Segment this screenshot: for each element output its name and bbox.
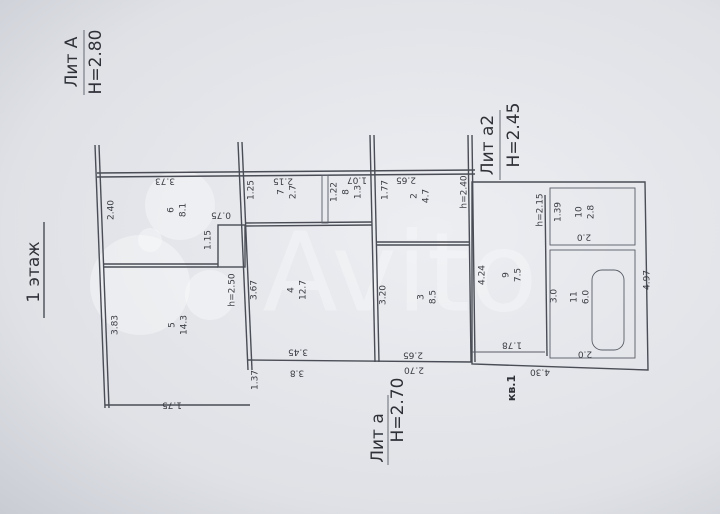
walls (94, 134, 649, 409)
svg-text:5: 5 (168, 322, 178, 328)
lit-a-height: H=2.80 (86, 30, 106, 95)
svg-text:2.0: 2.0 (577, 232, 592, 242)
svg-text:0.75: 0.75 (211, 210, 231, 220)
svg-text:1.15: 1.15 (204, 230, 214, 250)
svg-text:h=2.15: h=2.15 (536, 193, 546, 226)
svg-text:1.3: 1.3 (354, 185, 364, 199)
svg-text:7.5: 7.5 (514, 268, 524, 282)
svg-text:3.83: 3.83 (111, 315, 121, 335)
svg-text:3: 3 (417, 294, 427, 300)
svg-text:1.37: 1.37 (251, 370, 261, 390)
svg-text:4: 4 (287, 287, 297, 293)
svg-text:3.0: 3.0 (550, 289, 560, 304)
watermark-logo: Avito (90, 170, 537, 336)
svg-text:6.0: 6.0 (582, 290, 592, 305)
floor-label: 1 этаж (24, 241, 44, 302)
svg-text:12.7: 12.7 (299, 280, 309, 300)
svg-text:8.1: 8.1 (179, 203, 189, 217)
svg-text:2.15: 2.15 (273, 176, 293, 186)
svg-text:3.67: 3.67 (250, 280, 260, 300)
svg-text:10: 10 (575, 206, 585, 218)
svg-text:3.45: 3.45 (288, 347, 308, 357)
svg-text:2.65: 2.65 (396, 175, 416, 185)
svg-text:3.8: 3.8 (290, 368, 305, 378)
lit-a2-name: Лит а2 (478, 115, 498, 175)
svg-text:4.24: 4.24 (478, 265, 488, 285)
svg-text:1.39: 1.39 (554, 202, 564, 222)
svg-text:11: 11 (570, 291, 580, 302)
svg-text:1.25: 1.25 (247, 180, 257, 200)
svg-text:4.30: 4.30 (530, 367, 550, 377)
svg-text:4.7: 4.7 (422, 189, 432, 203)
svg-text:1.07: 1.07 (347, 175, 367, 185)
svg-text:2.65: 2.65 (403, 350, 423, 360)
svg-text:2.0: 2.0 (578, 349, 593, 359)
lit-a2-height: H=2.45 (504, 103, 524, 168)
svg-text:h=2.50: h=2.50 (228, 273, 238, 307)
svg-text:1.77: 1.77 (381, 180, 391, 200)
svg-text:6: 6 (167, 207, 177, 213)
svg-text:2.8: 2.8 (587, 205, 597, 220)
svg-text:8.5: 8.5 (429, 290, 439, 304)
lit-a-small-name: Лит а (368, 413, 388, 463)
svg-text:h=2.40: h=2.40 (460, 175, 470, 209)
svg-text:8: 8 (342, 189, 352, 195)
apartment-label: кв.1 (505, 375, 518, 401)
svg-text:4.97: 4.97 (643, 270, 653, 290)
svg-text:9: 9 (502, 272, 512, 278)
svg-text:1.78: 1.78 (502, 340, 522, 350)
svg-text:2: 2 (410, 193, 420, 199)
svg-text:3.73: 3.73 (155, 176, 175, 186)
lit-a-name: Лит А (62, 36, 82, 87)
svg-text:7: 7 (277, 189, 287, 195)
svg-text:2.40: 2.40 (107, 200, 117, 220)
svg-text:1.75: 1.75 (162, 400, 182, 410)
lit-a-small-height: H=2.70 (388, 378, 408, 443)
svg-text:1.22: 1.22 (330, 182, 340, 202)
svg-text:3.20: 3.20 (379, 285, 389, 305)
dimension-labels: 3.73 2.40 0.75 1.15 1.25 2.15 1.22 1.07 … (107, 175, 653, 410)
svg-text:14.3: 14.3 (180, 315, 190, 335)
watermark-text: Avito (263, 208, 538, 336)
svg-text:2.7: 2.7 (289, 185, 299, 199)
svg-text:2.70: 2.70 (404, 365, 424, 375)
